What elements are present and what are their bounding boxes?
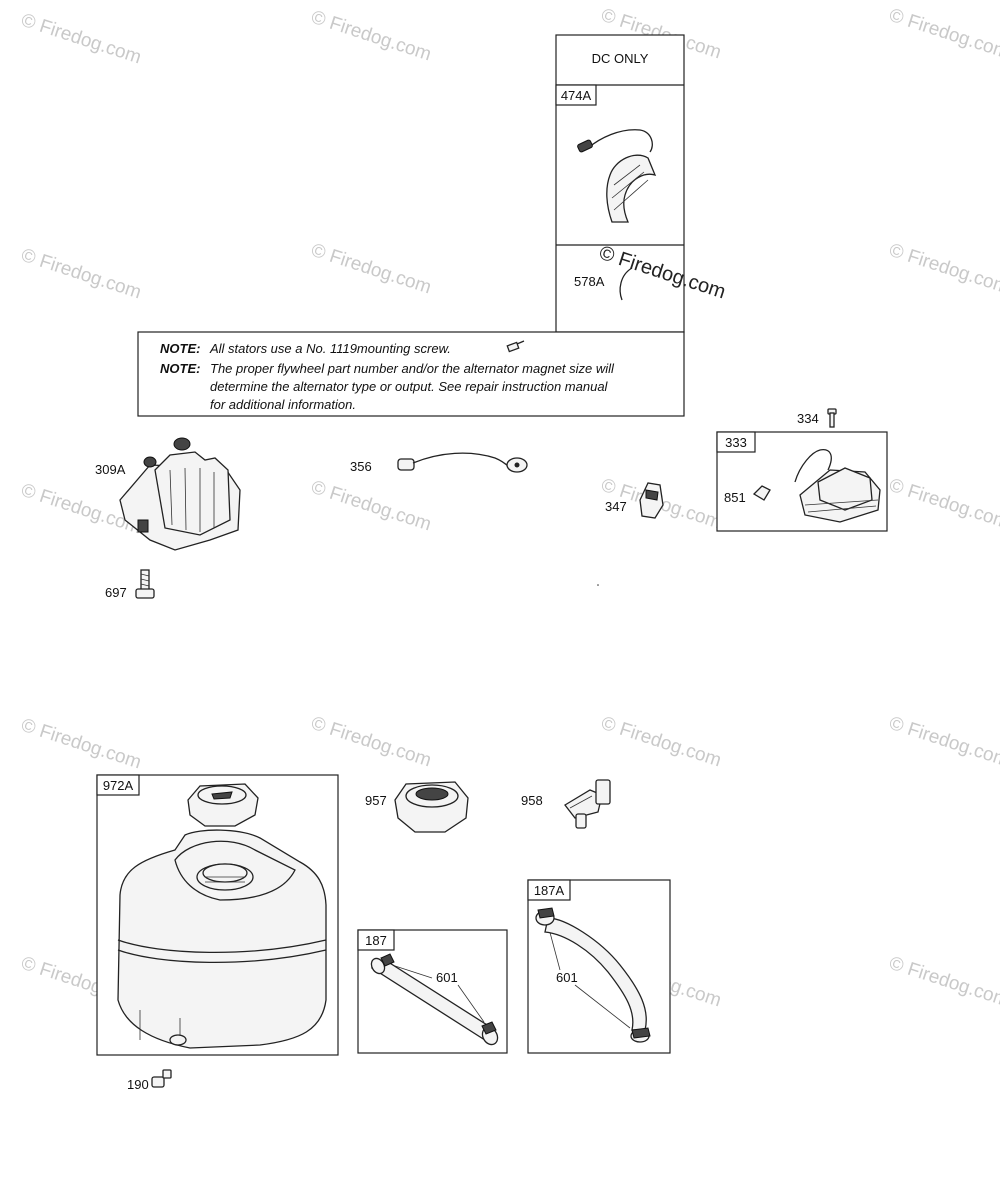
part-333-tag bbox=[716, 431, 756, 453]
mounting-screw-icon bbox=[506, 340, 525, 353]
notes-frame bbox=[137, 331, 685, 417]
watermark: © Firedog.com bbox=[886, 5, 1000, 64]
part-474a-tag bbox=[555, 84, 597, 106]
watermark: © Firedog.com bbox=[18, 715, 143, 774]
part-972a-label: 972A bbox=[103, 778, 134, 793]
watermark: © Firedog.com bbox=[598, 713, 723, 772]
note-label-1: NOTE: bbox=[160, 341, 200, 356]
note-text-1: All stators use a No. 1119mounting screw… bbox=[209, 341, 451, 356]
wire-578a-drawing bbox=[619, 267, 633, 301]
part-187a-tag bbox=[527, 879, 571, 901]
fitting-190: 190 bbox=[127, 1069, 172, 1092]
part-187-tag bbox=[357, 929, 395, 951]
lead-356: 356 bbox=[350, 452, 528, 474]
watermark: © Firedog.com bbox=[18, 245, 143, 304]
fuel-line-box-187: 187 601 bbox=[357, 929, 508, 1054]
dc-only-box: DC ONLY 474A 578A bbox=[555, 34, 685, 333]
part-333-label: 333 bbox=[725, 435, 747, 450]
part-334-label: 334 bbox=[797, 411, 819, 426]
note-label-2: NOTE: bbox=[160, 361, 200, 376]
part-190-label: 190 bbox=[127, 1077, 149, 1092]
screw-334: 334 bbox=[797, 408, 837, 428]
part-697-label: 697 bbox=[105, 585, 127, 600]
part-187a-label: 187A bbox=[534, 883, 565, 898]
watermark: © Firedog.com bbox=[308, 713, 433, 772]
watermark: © Firedog.com bbox=[886, 713, 1000, 772]
watermark: © Firedog.com bbox=[18, 10, 143, 69]
fuel-tank-box-972a: 972A bbox=[96, 774, 339, 1056]
watermark: © Firedog.com bbox=[308, 240, 433, 299]
part-356-label: 356 bbox=[350, 459, 372, 474]
part-851-label: 851 bbox=[724, 490, 746, 505]
part-347-label: 347 bbox=[605, 499, 627, 514]
screw-697: 697 bbox=[105, 569, 155, 600]
tank-cap-drawing bbox=[187, 783, 259, 827]
box-187a-frame bbox=[527, 879, 671, 1054]
tank-body-drawing bbox=[117, 829, 327, 1049]
fuel-line-box-187a: 187A 601 bbox=[527, 879, 671, 1054]
watermark: © Firedog.com bbox=[308, 477, 433, 536]
harness-474a-drawing bbox=[577, 129, 657, 223]
part-474a-label: 474A bbox=[561, 88, 592, 103]
watermark: © Firedog.com bbox=[886, 475, 1000, 534]
part-601a-label: 601 bbox=[436, 970, 458, 985]
notes-box: NOTE: All stators use a No. 1119mounting… bbox=[137, 331, 685, 417]
part-187-label: 187 bbox=[365, 933, 387, 948]
note-text-2a: The proper flywheel part number and/or t… bbox=[210, 361, 615, 376]
note-text-2c: for additional information. bbox=[210, 397, 356, 412]
part-957-label: 957 bbox=[365, 793, 387, 808]
watermark: © Firedog.com bbox=[308, 7, 433, 66]
part-601b-label: 601 bbox=[556, 970, 578, 985]
part-578a-label: 578A bbox=[574, 274, 605, 289]
part-309a-label: 309A bbox=[95, 462, 126, 477]
watermark: © Firedog.com bbox=[886, 240, 1000, 299]
stator-309a: 309A bbox=[95, 437, 241, 551]
shutoff-valve-958: 958 bbox=[521, 779, 611, 829]
fuel-cap-957: 957 bbox=[365, 781, 469, 833]
dc-only-title: DC ONLY bbox=[592, 51, 649, 66]
clip-347: 347 bbox=[605, 482, 664, 519]
note-text-2b: determine the alternator type or output.… bbox=[210, 379, 609, 394]
fitting-851 bbox=[752, 485, 771, 501]
watermark: © Firedog.com bbox=[886, 953, 1000, 1012]
part-972a-tag bbox=[96, 774, 140, 796]
fuel-pump-box-333: 333 851 bbox=[716, 431, 888, 532]
part-958-label: 958 bbox=[521, 793, 543, 808]
